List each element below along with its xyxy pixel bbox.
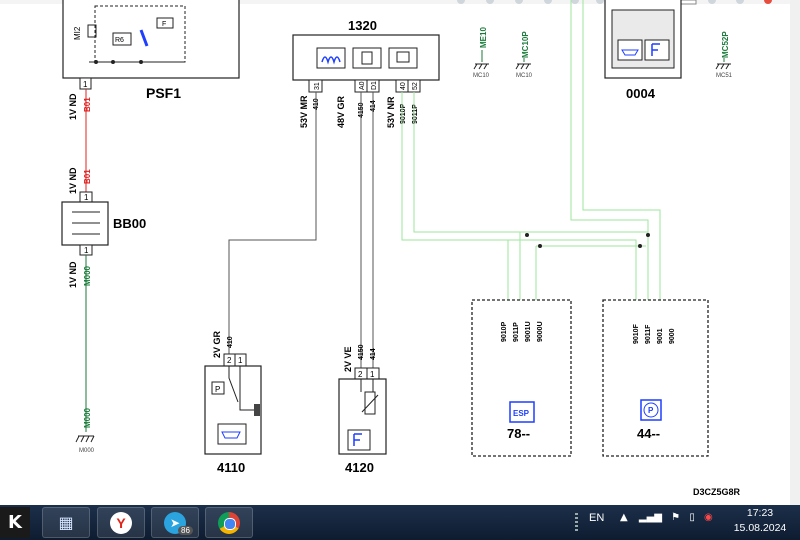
label-bb00-in: 1V ND — [68, 167, 78, 194]
esp-wire-9000u: 9000U — [537, 321, 544, 342]
c4110-label: 4110 — [217, 460, 245, 475]
telegram-badge: 86 — [178, 526, 193, 535]
psf1-label: PSF1 — [146, 85, 181, 101]
label-b01-bot: B01 — [83, 169, 92, 184]
label-2v-ve: 2V VE — [343, 346, 353, 372]
flag-icon[interactable]: ⚑ — [671, 512, 681, 523]
ground-label-mc10p: MC10P — [521, 31, 530, 58]
esp-wire-9001u: 9001U — [525, 321, 532, 342]
ground-label-mc52p: MC52P — [721, 31, 730, 58]
ep-wire-9010f: 9010F — [633, 323, 640, 344]
psf1-tag-relay: R6 — [115, 37, 124, 44]
calculator-icon[interactable]: ▦ — [42, 507, 90, 538]
ground-symbol-me10 — [473, 63, 489, 70]
can-network-lines — [401, 0, 661, 300]
label-4150-low: 4150 — [358, 344, 365, 360]
clock-date: 15.08.2024 — [733, 522, 787, 534]
taskbar-separator — [575, 513, 578, 533]
c4110-pin-2: 2 — [227, 356, 232, 365]
c4110-relay-icon-label: P — [215, 385, 220, 394]
system-tray[interactable]: ▲ ▂▄▆ ⚑ ▯ ◉ — [620, 512, 713, 523]
ground-symbol-m000: M000 — [75, 435, 95, 454]
c4110-pin-1: 1 — [238, 356, 243, 365]
telegram-icon[interactable]: ➤ 86 — [151, 507, 199, 538]
label-53v-mr: 53V MR — [299, 95, 309, 128]
tray-expand-icon[interactable]: ▲ — [620, 512, 628, 523]
clock-time: 17:23 — [746, 507, 774, 519]
ep-wire-9000: 9000 — [669, 328, 676, 344]
c1320-pin-40: 40 — [400, 82, 407, 90]
c1320-box[interactable] — [292, 34, 440, 93]
c4120-box[interactable] — [338, 367, 387, 455]
c78-box[interactable] — [471, 299, 572, 457]
psf1-pin-1: 1 — [83, 80, 88, 89]
language-indicator[interactable]: EN — [589, 512, 605, 524]
bb00-label: BB00 — [113, 216, 146, 231]
label-9010p: 9010P — [400, 103, 407, 124]
psf1-box[interactable] — [62, 0, 240, 90]
c4120-pin-2: 2 — [358, 370, 363, 379]
label-414-low: 414 — [370, 348, 377, 360]
windows-taskbar: K ▦ Y ➤ 86 — [0, 505, 800, 540]
c44-label: 44-- — [637, 426, 660, 441]
junction-dot — [538, 244, 542, 248]
ground-code-mc10: MC10 — [473, 73, 490, 79]
c0004-label: 0004 — [626, 86, 656, 101]
phone-icon[interactable]: ▯ — [689, 512, 695, 523]
label-9011p: 9011P — [412, 104, 419, 124]
esp-icon: ESP — [513, 409, 530, 418]
kts-app-icon[interactable]: K — [0, 507, 30, 538]
ep-wire-9001: 9001 — [657, 328, 664, 344]
label-psf1-out: 1V ND — [68, 93, 78, 120]
antivirus-icon[interactable]: ◉ — [704, 512, 713, 523]
bb00-box[interactable] — [61, 191, 109, 256]
diagram-code: D3CZ5G8R — [693, 487, 741, 497]
parking-brake-icon: P — [648, 406, 654, 415]
ground-label-me10: ME10 — [479, 27, 488, 48]
label-b01-top: B01 — [83, 97, 92, 112]
ground-code-mc10b: MC10 — [516, 73, 533, 79]
ep-wire-9011f: 9011F — [645, 324, 652, 344]
label-2v-gr: 2V GR — [212, 330, 222, 358]
esp-wire-9010p: 9010P — [501, 321, 508, 342]
signal-icon[interactable]: ▂▄▆ — [638, 512, 662, 523]
label-m000-ground: M000 — [83, 407, 92, 428]
bb00-pin-bot: 1 — [84, 246, 89, 255]
ground-code-mc51: MC51 — [716, 73, 733, 79]
chrome-icon[interactable] — [205, 507, 253, 538]
esp-wire-9011p: 9011P — [513, 322, 520, 342]
label-48v-gr: 48V GR — [336, 95, 346, 128]
label-53v-nr: 53V NR — [386, 96, 396, 128]
label-m000: M000 — [83, 265, 92, 286]
system-clock[interactable]: 17:23 15.08.2024 — [724, 506, 796, 536]
yandex-browser-icon[interactable]: Y — [97, 507, 145, 538]
c4120-pin-1: 1 — [370, 370, 375, 379]
junction-dot — [646, 233, 650, 237]
label-410-low: 410 — [227, 336, 234, 348]
ground-symbol-mc10p — [515, 63, 531, 70]
psf1-tag-fuse: F — [162, 21, 166, 28]
label-bb00-out: 1V ND — [68, 261, 78, 288]
c4110-box[interactable] — [204, 353, 262, 455]
vertical-scrollbar[interactable] — [790, 0, 800, 505]
c0004-box[interactable] — [604, 0, 682, 79]
psf1-tag-mi2: MI2 — [73, 26, 82, 40]
c1320-pin-52: 52 — [412, 82, 419, 90]
bb00-pin-top: 1 — [84, 193, 89, 202]
c1320-label: 1320 — [348, 18, 377, 33]
svg-text:M000: M000 — [79, 448, 95, 454]
c4120-label: 4120 — [345, 460, 374, 475]
junction-dot — [638, 244, 642, 248]
c44-box[interactable] — [602, 299, 709, 457]
c1320-pin-d1: D1 — [371, 81, 378, 90]
ground-symbol-mc52p — [715, 63, 731, 70]
c78-label: 78-- — [507, 426, 530, 441]
wire-410 — [228, 92, 317, 354]
junction-dot — [525, 233, 529, 237]
c1320-pin-a0: A0 — [359, 81, 366, 90]
c1320-pin-31: 31 — [314, 82, 321, 90]
